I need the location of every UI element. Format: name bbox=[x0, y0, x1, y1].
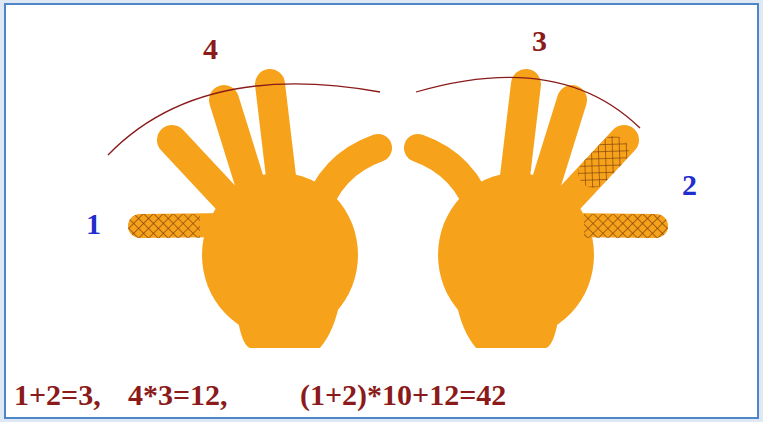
formula: 1+2=3, bbox=[14, 380, 101, 410]
finger-bracket bbox=[416, 77, 640, 128]
left-hand bbox=[128, 84, 378, 348]
formula: 4*3=12, bbox=[128, 380, 228, 410]
right-hand bbox=[418, 84, 668, 348]
bent-count: 1 bbox=[86, 209, 101, 239]
finger-count: 3 bbox=[532, 26, 547, 56]
bent-count: 2 bbox=[682, 170, 697, 200]
formula: (1+2)*10+12=42 bbox=[300, 380, 506, 410]
finger-count: 4 bbox=[203, 34, 218, 64]
finger-bracket bbox=[108, 84, 380, 155]
